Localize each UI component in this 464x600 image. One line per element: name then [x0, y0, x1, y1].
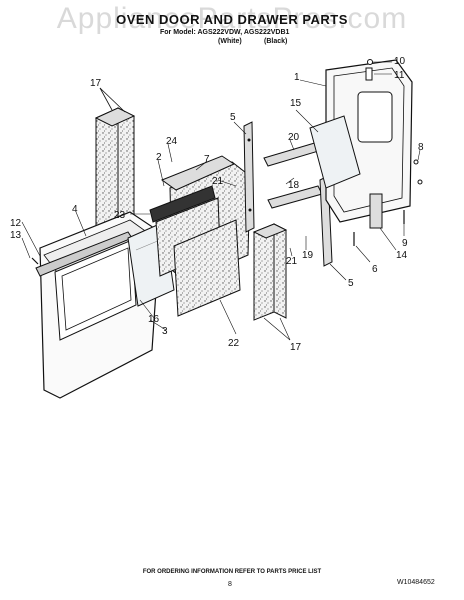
watermark: AppliancePartsPros.com: [56, 2, 408, 35]
callout-11: 11: [394, 70, 405, 81]
callout-18: 18: [288, 180, 300, 191]
callout-17b: 17: [290, 342, 302, 353]
callout-4: 4: [72, 204, 78, 215]
callout-5a: 5: [230, 112, 236, 123]
callout-13: 13: [10, 230, 22, 241]
callout-labels: 1 2 3 4 5 5 6 7 8 9 10 11 12 13 14 15 16…: [10, 56, 424, 353]
callout-16: 16: [148, 314, 160, 325]
callout-9: 9: [402, 238, 408, 249]
screw-8b: [417, 179, 423, 185]
callout-1: 1: [294, 72, 300, 83]
callout-14: 14: [396, 250, 408, 261]
callout-15: 15: [290, 98, 302, 109]
ordering-note: FOR ORDERING INFORMATION REFER TO PARTS …: [142, 569, 322, 575]
callout-19: 19: [302, 250, 314, 261]
insulation-block-right: [252, 223, 288, 321]
callout-21b: 21: [286, 256, 298, 267]
inner-door-assembly: [149, 155, 251, 317]
model-line: For Model: AGS222VDW, AGS222VDB1: [160, 29, 290, 36]
callout-8: 8: [418, 142, 424, 153]
door-liner: [325, 59, 413, 223]
callout-12: 12: [10, 218, 22, 229]
page-number: 8: [228, 581, 232, 588]
screw-11: [365, 67, 373, 81]
screw-13: [31, 257, 39, 265]
hinge-left: [243, 121, 255, 233]
callout-23: 23: [114, 210, 126, 221]
color-white: (White): [218, 38, 242, 45]
callout-6: 6: [372, 264, 378, 275]
callout-17a: 17: [90, 78, 102, 89]
callout-20: 20: [288, 132, 300, 143]
document-id: W10484652: [397, 579, 435, 586]
diagram-title: OVEN DOOR AND DRAWER PARTS: [116, 12, 348, 27]
callout-22: 22: [228, 338, 240, 349]
outer-door-panel: [35, 211, 161, 399]
callout-24: 24: [166, 136, 178, 147]
callout-21a: 21: [212, 176, 224, 187]
screw-10: [367, 59, 373, 65]
latch-14: [369, 193, 383, 229]
screw-8: [413, 159, 419, 165]
callout-10: 10: [394, 56, 406, 67]
insulation-block-left: [94, 107, 136, 229]
callout-3: 3: [162, 326, 168, 337]
liner-glass: [309, 115, 361, 189]
callout-7: 7: [204, 154, 210, 165]
leader-lines: [21, 61, 421, 341]
door-bracket: [263, 141, 323, 167]
callout-5b: 5: [348, 278, 354, 289]
callout-2: 2: [156, 152, 162, 163]
color-black: (Black): [264, 38, 288, 45]
